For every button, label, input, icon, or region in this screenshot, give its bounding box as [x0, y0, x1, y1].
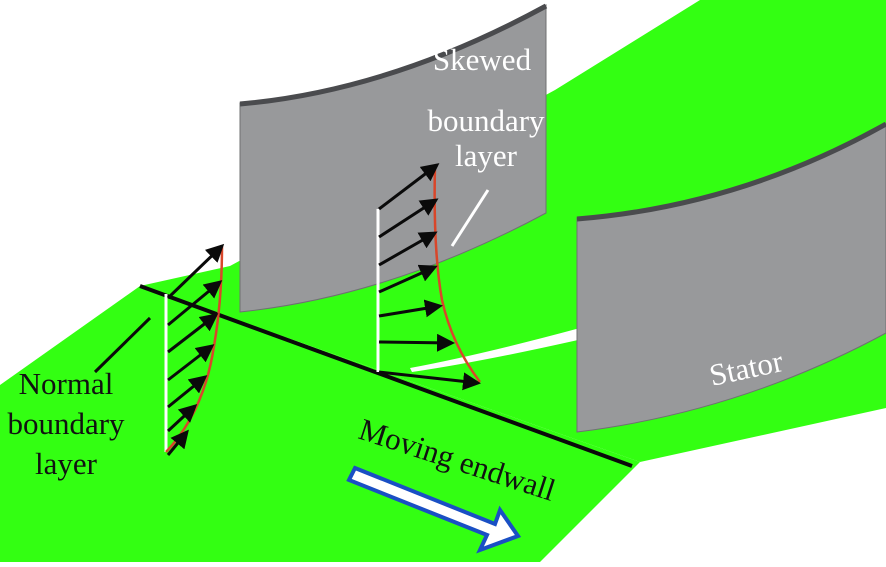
skewed-label-leader-line	[450, 189, 490, 247]
normal-label-line-2: boundary	[7, 406, 125, 441]
skewed-velocity-arrow	[378, 264, 438, 294]
skewed-label-line-2: boundary	[427, 103, 545, 138]
normal-velocity-arrow	[166, 429, 189, 456]
normal-velocity-arrow	[166, 243, 225, 300]
normal-boundary-layer-profile	[164, 243, 225, 456]
skewed-velocity-arrow	[378, 370, 481, 391]
skewed-label-line-3: layer	[455, 138, 518, 173]
normal-velocity-arrow	[167, 313, 219, 354]
skewed-label-line-1: Skewed	[433, 42, 532, 77]
normal-velocity-arrow	[167, 375, 208, 409]
normal-velocity-arrow	[167, 280, 223, 327]
wake-streak	[410, 328, 580, 372]
skewed-velocity-arrow	[378, 163, 440, 211]
endwall-interface-line	[139, 284, 633, 468]
skewed-velocity-arrow	[378, 333, 455, 352]
blade-stator-top-edge	[576, 121, 886, 222]
skewed-velocity-arrow	[378, 231, 438, 267]
blade-left-top-edge	[239, 3, 548, 107]
skewed-velocity-arrow	[378, 299, 443, 318]
normal-label-line-1: Normal	[19, 366, 114, 401]
normal-velocity-arrow	[166, 403, 198, 433]
normal-label-leader-line	[93, 316, 152, 374]
normal-label-line-3: layer	[35, 446, 98, 481]
moving-direction-arrow	[346, 465, 522, 554]
skewed-boundary-layer-profile	[376, 163, 481, 391]
skewed-velocity-arrow	[378, 198, 439, 239]
normal-velocity-arrow	[167, 344, 215, 382]
moving-endwall-surface	[0, 286, 640, 562]
